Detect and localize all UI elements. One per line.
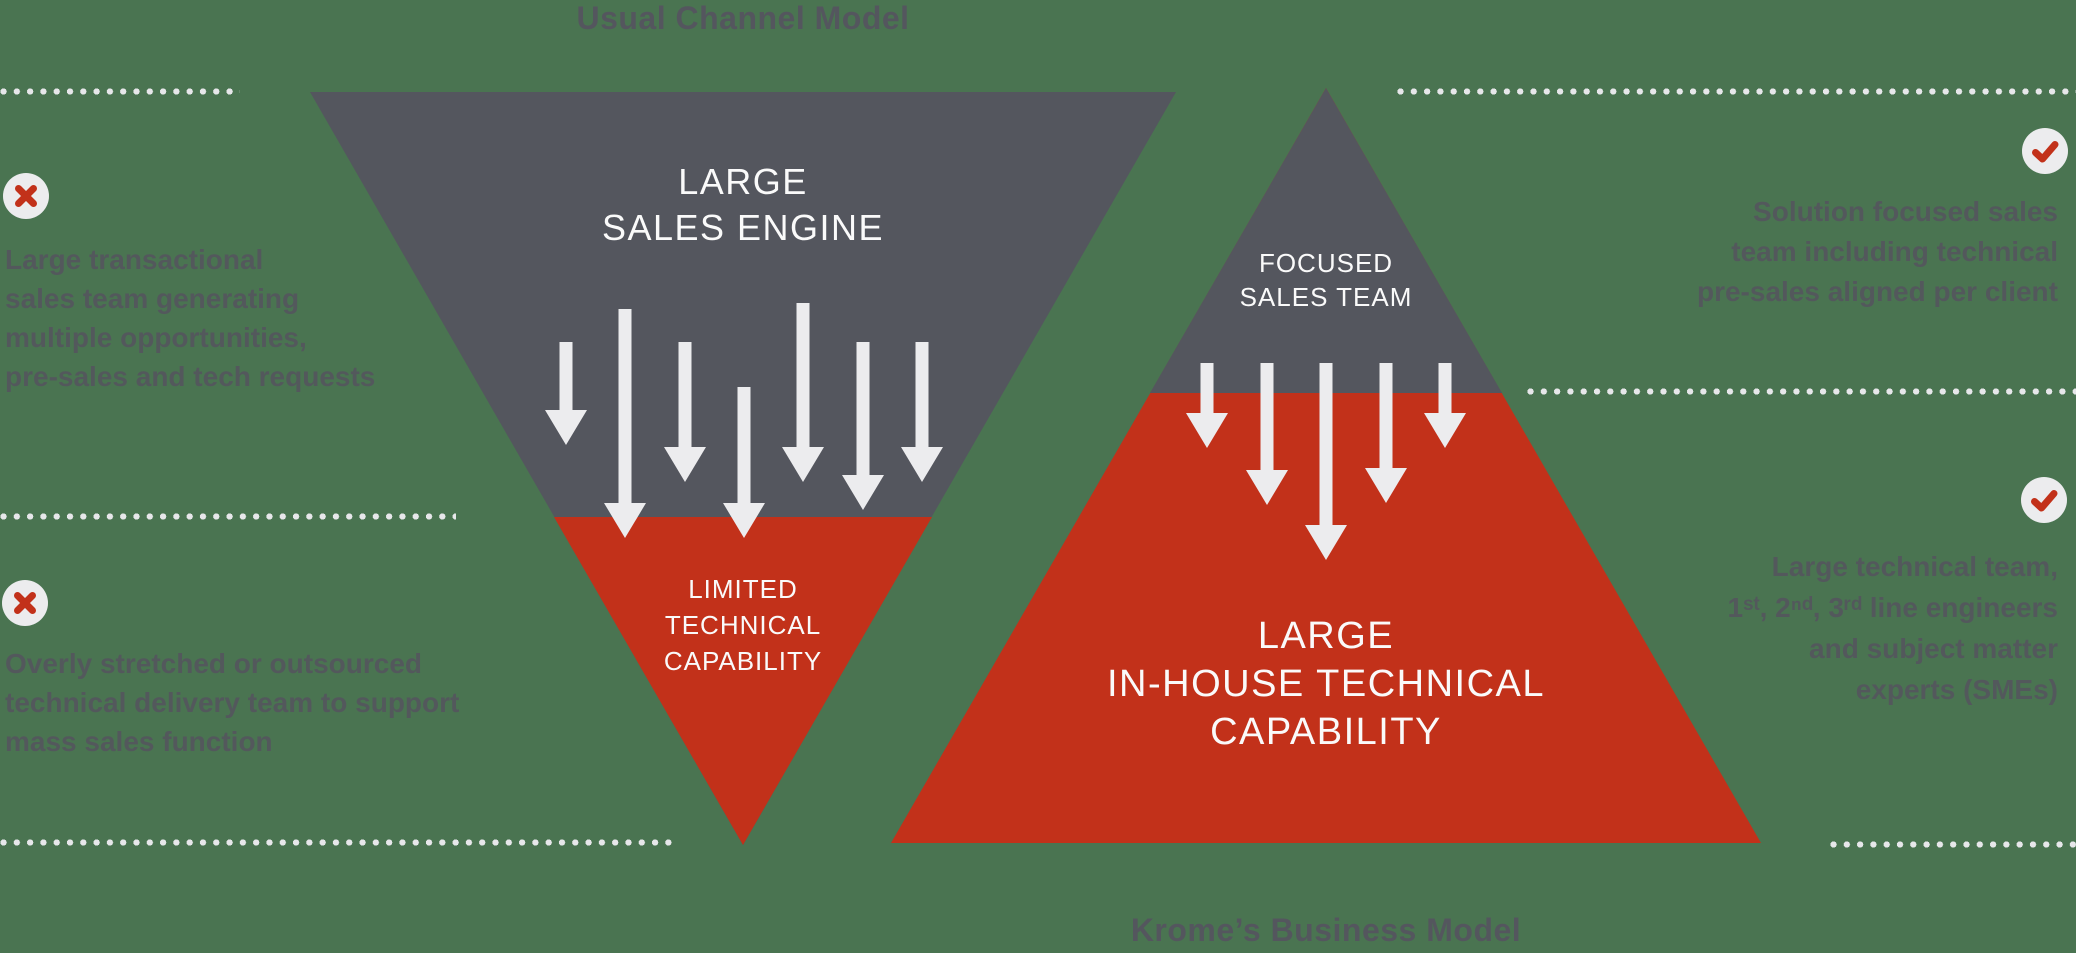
down-arrow-icon [1365,363,1407,503]
check-mark [2031,490,2058,512]
x-mark [15,185,37,207]
right-capability-label: LARGE IN-HOUSE TECHNICAL CAPABILITY [1106,615,1546,753]
right-funnel-arrows [1186,363,1466,560]
down-arrow-icon [1186,363,1228,448]
page-title-top: Usual Channel Model [576,0,910,36]
dotted-divider-left-middle [0,513,456,520]
down-arrow-icon [723,387,765,538]
left-funnel-arrows [545,303,943,538]
down-arrow-icon [782,303,824,482]
page-title-bottom: Krome’s Business Model [1130,912,1522,948]
check-mark [2032,141,2059,163]
annotation-left-bottom: Overly stretched or outsourced technical… [5,648,460,757]
down-arrow-icon [842,342,884,510]
down-arrow-icon [1246,363,1288,505]
dotted-divider-right-top [1397,88,2076,95]
down-arrow-icon [1305,363,1347,560]
left-sales-label: LARGE SALES ENGINE [601,161,885,248]
annotation-right-bottom: Large technical team, 1ˢᵗ, 2ⁿᵈ, 3ʳᵈ line… [1727,551,2058,705]
annotation-left-top: Large transactional sales team generatin… [5,244,376,392]
dotted-divider-left-top [0,88,240,95]
dotted-divider-left-bottom [0,839,676,846]
down-arrow-icon [664,342,706,482]
dotted-divider-right-middle [1527,388,2076,395]
check-circle-icon [2021,477,2067,523]
x-circle-icon [3,173,49,219]
left-triangle-capability-area [554,517,932,845]
right-triangle-sales-area [1150,88,1502,393]
check-circle-icon [2022,128,2068,174]
down-arrow-icon [901,342,943,482]
down-arrow-icon [604,309,646,538]
x-circle-icon [2,580,48,626]
down-arrow-icon [545,342,587,445]
right-sales-label: FOCUSED SALES TEAM [1239,248,1413,312]
down-arrow-icon [1424,363,1466,448]
x-mark [14,592,36,614]
dotted-divider-right-bottom [1830,841,2076,848]
left-capability-label: LIMITED TECHNICAL CAPABILITY [663,574,823,676]
annotation-right-top: Solution focused sales team including te… [1696,196,2058,307]
